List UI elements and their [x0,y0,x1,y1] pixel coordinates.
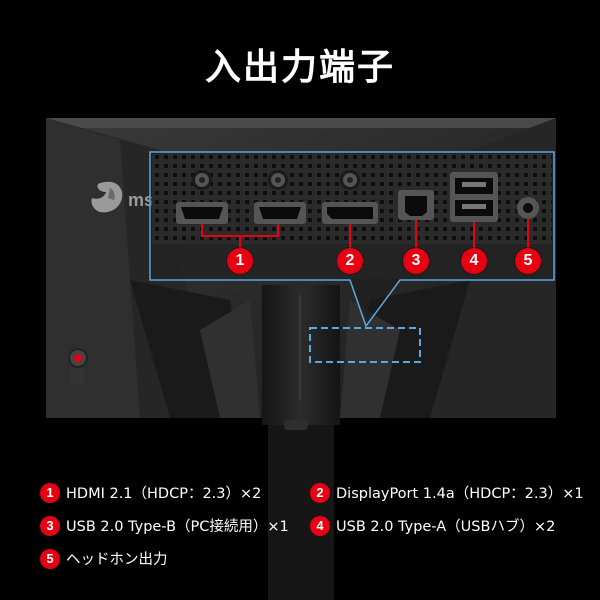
port-badge-5: 5 [515,248,541,274]
spec-label: HDMI 2.1（HDCP：2.3）×2 [66,486,262,502]
spec-number-badge: 4 [310,515,330,536]
hdmi-port-2-icon [254,202,306,224]
hdmi-port-1-icon [176,202,228,224]
spec-label: USB 2.0 Type-B（PC接続用）×1 [66,519,289,535]
port-badge-1: 1 [227,248,253,274]
spec-item-2: 2 DisplayPort 1.4a（HDCP：2.3）×1 [310,482,584,503]
spec-label: ヘッドホン出力 [66,552,168,568]
spec-item-4: 4 USB 2.0 Type-A（USBハブ）×2 [310,515,555,536]
mount-screw [340,170,360,190]
monitor-top-ridge [46,118,556,128]
port-location-marker [309,327,421,363]
mount-screw [268,170,288,190]
spec-item-3: 3 USB 2.0 Type-B（PC接続用）×1 [40,515,289,536]
spec-item-1: 1 HDMI 2.1（HDCP：2.3）×2 [40,482,261,503]
headphone-jack-icon [517,197,539,219]
port-badge-2: 2 [337,248,363,274]
spec-label: DisplayPort 1.4a（HDCP：2.3）×1 [336,486,584,502]
spec-number-badge: 5 [40,548,60,569]
displayport-icon [322,202,378,224]
page-title: 入出力端子 [204,47,395,88]
spec-number-badge: 1 [40,482,60,503]
port-badge-3: 3 [403,248,429,274]
spec-number-badge: 2 [310,482,330,503]
usb-type-a-icon [450,172,498,222]
spec-number-badge: 3 [40,515,60,536]
spec-item-5: 5 ヘッドホン出力 [40,548,168,569]
port-connector-lines [201,219,529,248]
port-badge-4: 4 [461,248,487,274]
spec-label: USB 2.0 Type-A（USBハブ）×2 [336,519,556,535]
usb-type-b-icon [398,190,434,220]
mount-screw [192,170,212,190]
